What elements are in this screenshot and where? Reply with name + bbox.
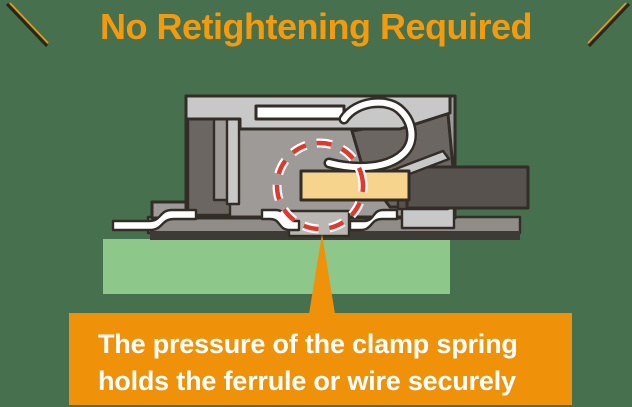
callout-line-2: holds the ferrule or wire securely	[98, 366, 516, 396]
solder-leg-left	[111, 208, 198, 232]
release-button	[254, 104, 346, 121]
callout-box: The pressure of the clamp spring holds t…	[69, 313, 572, 405]
title-tick-left-icon	[5, 2, 49, 48]
solder-leg-inner-right	[348, 208, 399, 232]
callout-line-1: The pressure of the clamp spring	[98, 329, 518, 359]
highlight-circle	[274, 140, 366, 232]
clamp-spring	[326, 99, 415, 171]
housing-slot	[225, 116, 241, 206]
pcb-board	[103, 239, 450, 294]
ferrule	[299, 169, 411, 202]
page-title: No Retightening Required	[100, 6, 533, 47]
wire	[405, 165, 530, 210]
title-tick-right-icon	[587, 2, 631, 48]
callout-pointer	[309, 234, 335, 314]
